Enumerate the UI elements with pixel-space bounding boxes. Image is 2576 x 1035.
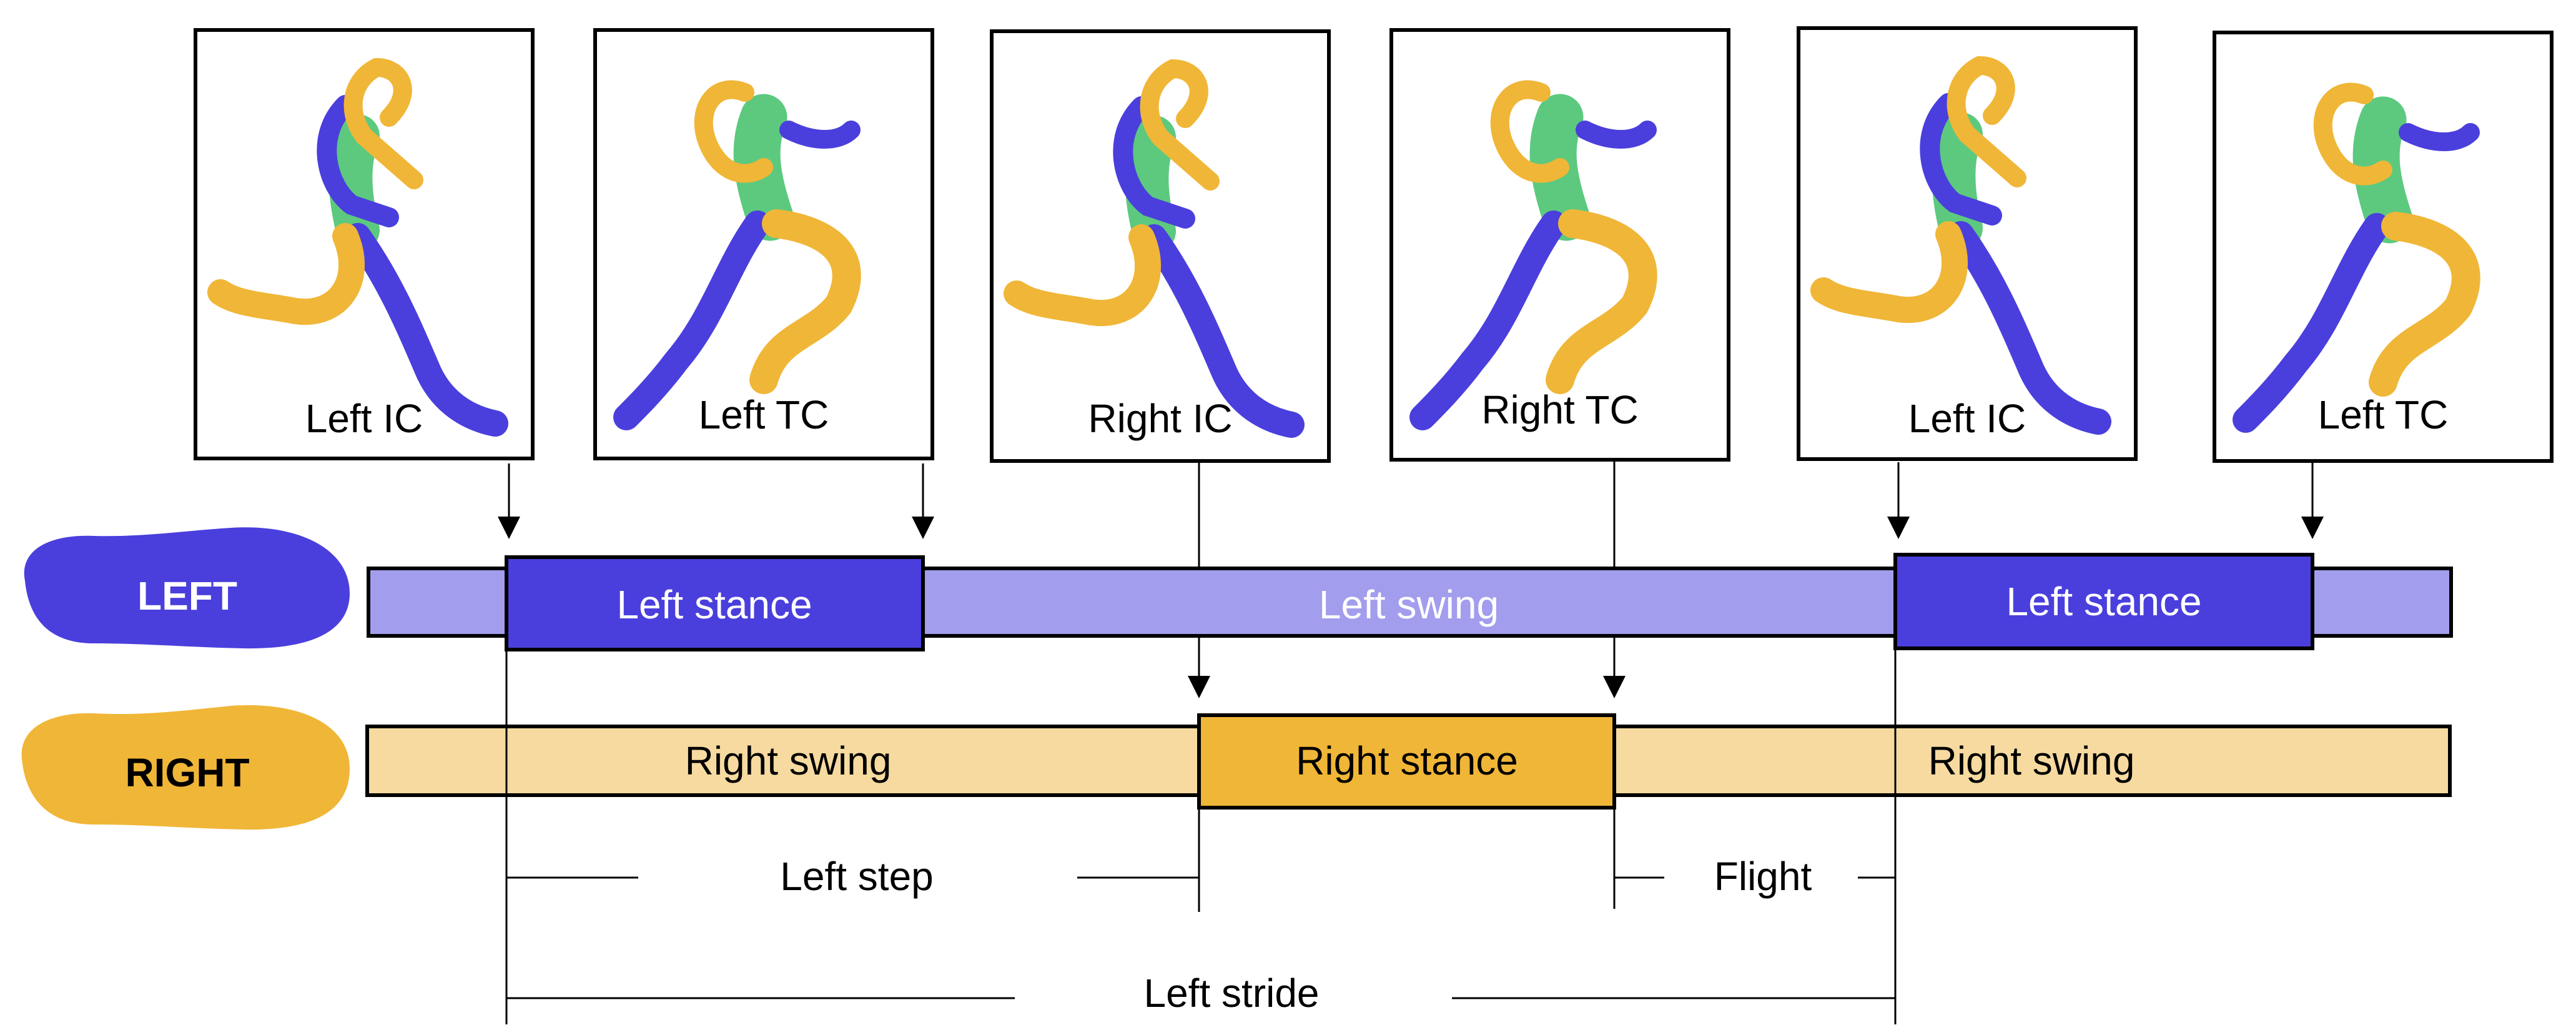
left-stance-2-segment	[1893, 553, 2314, 650]
frame-2: Left TC	[593, 28, 934, 460]
left-swing-label: Left swing	[1319, 582, 1499, 627]
frame-label: Left TC	[2318, 392, 2449, 437]
frame-label: Right IC	[1088, 396, 1232, 441]
right-foot-label: RIGHT	[125, 750, 249, 795]
frame-5: Left IC	[1797, 26, 2138, 461]
frame-label: Left IC	[1908, 396, 2026, 441]
left-stance-1-label: Left stance	[616, 582, 812, 627]
right-foot-icon	[21, 705, 350, 830]
frame-6: Left TC	[2213, 31, 2554, 463]
left-stance-1-segment	[505, 555, 925, 651]
frame-4: Right TC	[1389, 28, 1730, 462]
right-stance-segment	[1197, 713, 1616, 810]
left-stance-2-label: Left stance	[2006, 579, 2201, 624]
frame-3: Right IC	[990, 29, 1331, 463]
right-swing-1-label: Right swing	[685, 738, 892, 783]
left-step-label: Left step	[780, 854, 934, 899]
right-swing-2-label: Right swing	[1928, 738, 2135, 783]
left-stride-label: Left stride	[1143, 971, 1319, 1016]
flight-label: Flight	[1714, 854, 1812, 899]
frame-label: Left TC	[699, 392, 829, 437]
left-foot-icon	[24, 527, 350, 649]
left-bar: Left stance Left swing Left stance	[367, 553, 2453, 651]
right-stance-label: Right stance	[1296, 738, 1518, 783]
frame-1: Left IC	[194, 28, 535, 460]
left-foot-label: LEFT	[137, 573, 237, 618]
right-bar: Right swing Right stance Right swing	[365, 713, 2452, 810]
measurement-lines	[505, 648, 1897, 1024]
frame-label: Left IC	[305, 396, 423, 441]
frame-label: Right TC	[1481, 387, 1638, 432]
